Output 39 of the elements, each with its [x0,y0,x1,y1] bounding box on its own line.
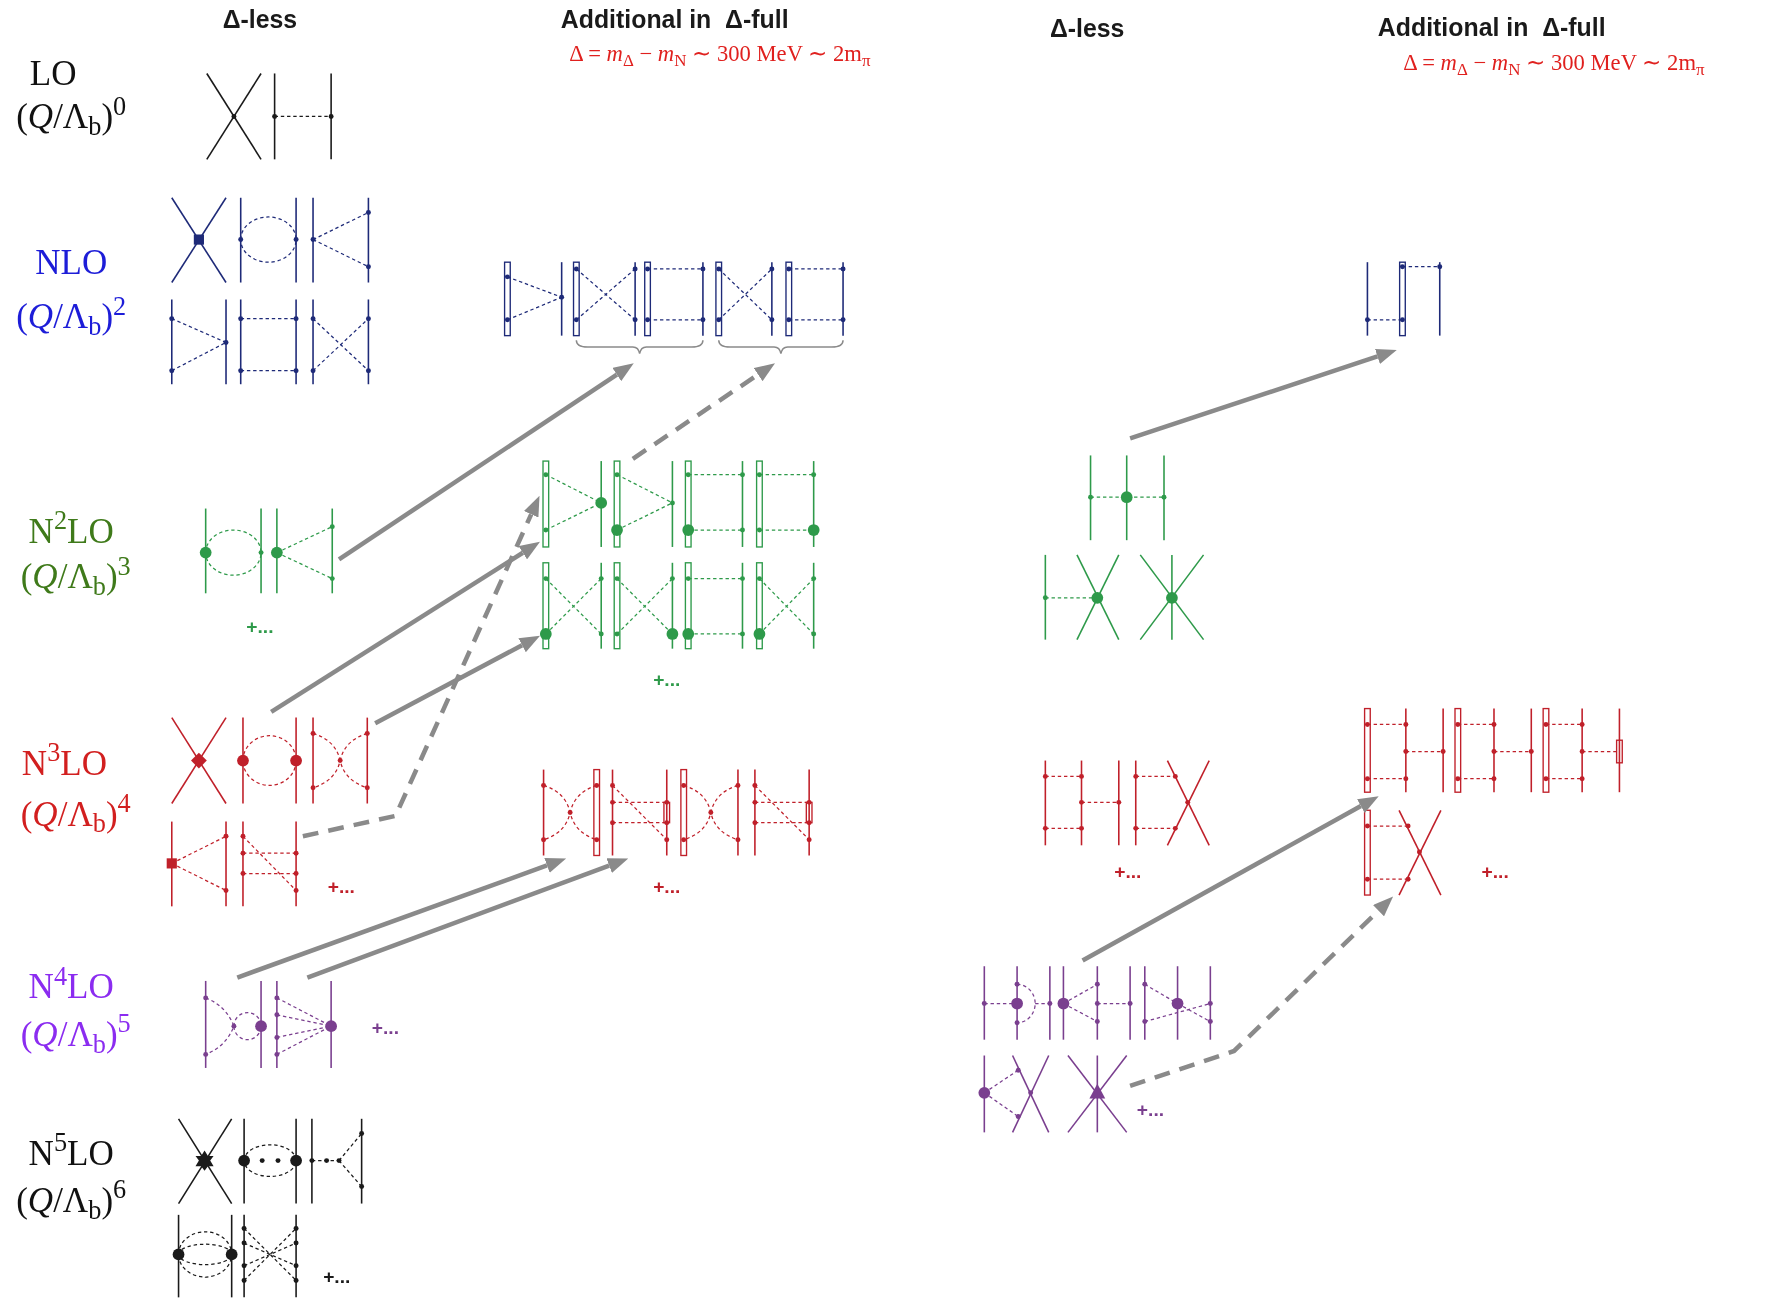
ellipsis-label: +... [653,875,681,900]
arrow [337,363,634,562]
formula-text: Δ = m$_{Δ}$ − m$_{N}$ ∼ 300 MeV ∼ 2m$_{π}$ [1403,48,1705,80]
formula-text: Δ = m$_{Δ}$ − m$_{N}$ ∼ 300 MeV ∼ 2m$_{π}$ [569,39,871,71]
arrow [302,495,540,839]
ellipsis-label: +... [1136,1097,1165,1123]
feynman-diagram-drawing [539,458,819,550]
feynman-diagram-drawing [539,560,819,651]
arrow [1129,896,1394,1088]
order-label: N$^{2}$LO [28,513,114,549]
order-label: (Q/Λ$_{b}$)$^{6}$ [16,1182,127,1218]
order-label: (Q/Λ$_{b}$)$^{2}$ [16,298,127,334]
ellipsis-label: +... [327,875,355,900]
ellipsis-label: +... [1481,860,1509,885]
order-label: (Q/Λ$_{b}$)$^{3}$ [20,558,131,594]
ellipsis-label: +... [371,1016,399,1041]
arrow [1081,796,1379,963]
ellipsis-label: +... [246,615,274,640]
arrow [236,858,567,980]
column-header: Additional in Δ-full [560,4,789,36]
order-label: NLO [35,244,108,280]
order-label: (Q/Λ$_{b}$)$^{5}$ [20,1016,131,1052]
order-label: (Q/Λ$_{b}$)$^{4}$ [20,796,131,832]
column-header: Δ-less [222,4,298,36]
order-label: (Q/Λ$_{b}$)$^{0}$ [16,98,127,134]
arrow [631,363,775,461]
ellipsis-label: +... [1114,860,1142,885]
order-label: N$^{5}$LO [28,1135,114,1171]
column-header: Additional in Δ-full [1377,12,1606,44]
arrow [374,635,541,726]
ellipsis-label: +... [653,668,681,693]
order-label: N$^{4}$LO [28,969,114,1005]
order-label: LO [29,55,77,91]
column-header: Δ-less [1049,13,1125,45]
arrow [306,858,629,980]
order-label: N$^{3}$LO [21,745,107,781]
ellipsis-label: +... [323,1265,351,1290]
arrow [270,541,540,714]
arrow [1129,348,1397,441]
